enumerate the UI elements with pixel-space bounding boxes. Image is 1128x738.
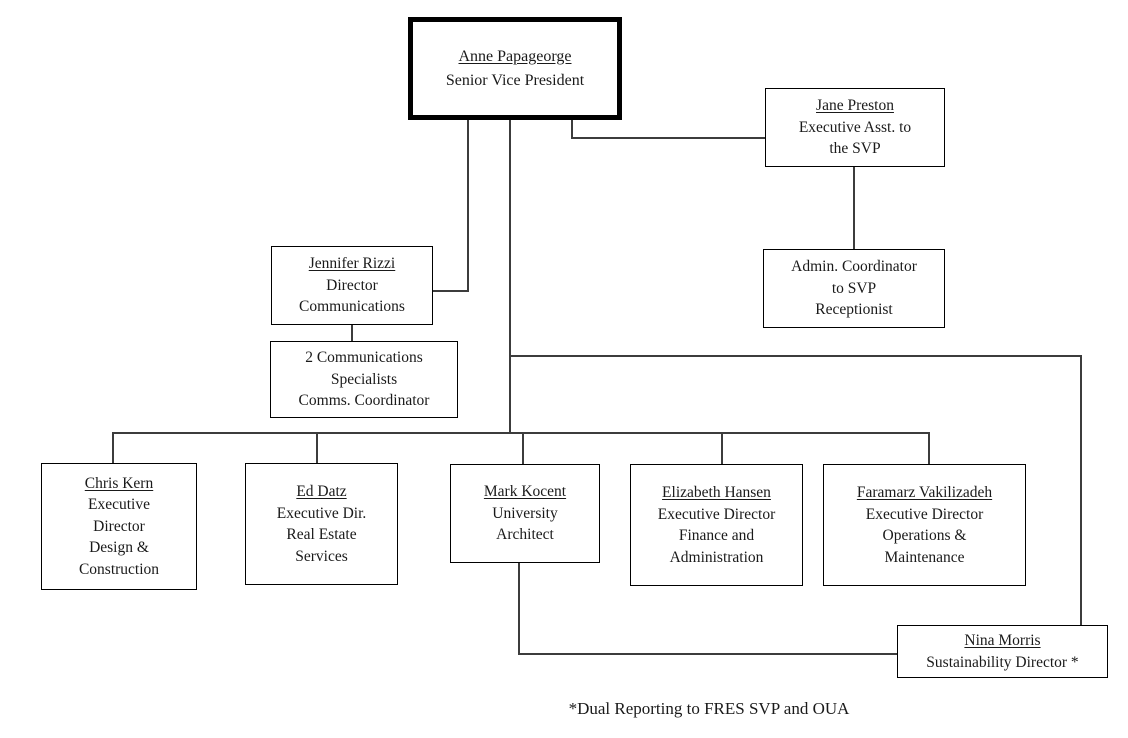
connector-to-exec-assistant — [571, 137, 766, 139]
org-node-communications-staff: 2 Communications Specialists Comms. Coor… — [270, 341, 458, 418]
connector-direct-reports-bus — [112, 432, 930, 434]
title-line: Senior Vice President — [445, 71, 585, 89]
connector-drop-finance-admin — [721, 432, 723, 464]
person-name: Jennifer Rizzi — [308, 255, 396, 273]
connector-svp-stub-to-exec-assistant — [571, 118, 573, 139]
person-name: Faramarz Vakilizadeh — [856, 484, 993, 501]
org-node-svp: Anne Papageorge Senior Vice President — [408, 17, 622, 120]
connector-elbow-to-communications-director — [432, 290, 469, 292]
org-node-design-construction: Chris Kern Executive Director Design & C… — [41, 463, 197, 590]
org-node-operations-maintenance: Faramarz Vakilizadeh Executive Director … — [823, 464, 1026, 586]
title-line: Design & — [89, 539, 149, 557]
connector-exec-assistant-to-admin-coordinator — [853, 167, 855, 249]
title-line: Receptionist — [815, 301, 893, 319]
title-line: Executive Dir. — [276, 504, 367, 522]
title-line: 2 Communications — [305, 349, 423, 367]
person-name: Nina Morris — [964, 632, 1041, 649]
org-node-communications-director: Jennifer Rizzi Director Communications — [271, 246, 433, 325]
title-line: the SVP — [829, 140, 881, 158]
person-name: Elizabeth Hansen — [662, 484, 771, 501]
connector-drop-operations-maintenance — [928, 432, 930, 464]
connector-elbow-to-sustainability-left — [518, 653, 897, 655]
org-node-admin-coordinator: Admin. Coordinator to SVP Receptionist — [763, 249, 945, 328]
title-line: Communications — [299, 298, 405, 316]
person-name: Anne Papageorge — [458, 47, 572, 65]
connector-communications-director-to-staff — [351, 325, 353, 341]
org-node-finance-admin: Elizabeth Hansen Executive Director Fina… — [630, 464, 803, 586]
title-line: Maintenance — [884, 548, 965, 566]
connector-svp-main-drop — [509, 118, 511, 434]
title-line: Executive Director — [657, 505, 776, 523]
connector-drop-design-construction — [112, 432, 114, 463]
org-node-university-architect: Mark Kocent University Architect — [450, 464, 600, 563]
title-line: Director — [93, 517, 145, 535]
connector-architect-drop-to-sustainability — [518, 563, 520, 655]
title-line: Real Estate — [286, 526, 357, 543]
title-line: Administration — [669, 548, 764, 566]
org-node-exec-assistant: Jane Preston Executive Asst. to the SVP — [765, 88, 945, 167]
title-line: Admin. Coordinator — [791, 258, 917, 276]
title-line: Construction — [78, 560, 160, 578]
connector-drop-real-estate — [316, 432, 318, 463]
title-line: Operations & — [882, 527, 967, 544]
title-line: University — [492, 504, 558, 522]
connector-svp-drop-to-communications — [467, 118, 469, 292]
title-line: Services — [295, 547, 348, 565]
title-line: Sustainability Director * — [926, 653, 1079, 671]
title-line: Executive Director — [865, 505, 984, 523]
connector-branch-to-sustainability — [509, 355, 1082, 357]
title-line: to SVP — [831, 279, 877, 297]
connector-drop-to-sustainability-top — [1080, 355, 1082, 625]
connector-drop-university-architect — [522, 432, 524, 464]
org-node-real-estate: Ed Datz Executive Dir. Real Estate Servi… — [245, 463, 398, 585]
title-line: Architect — [496, 526, 554, 544]
title-line: Specialists — [330, 370, 398, 388]
title-line: Director — [326, 276, 378, 294]
title-line: Executive Asst. to — [798, 118, 912, 136]
org-node-sustainability: Nina Morris Sustainability Director * — [897, 625, 1108, 678]
title-line: Finance and — [678, 527, 755, 544]
person-name: Chris Kern — [84, 474, 154, 492]
title-line: Executive — [88, 496, 150, 514]
person-name: Jane Preston — [816, 97, 894, 115]
dual-reporting-footnote: *Dual Reporting to FRES SVP and OUA — [568, 699, 850, 718]
person-name: Mark Kocent — [483, 483, 567, 501]
person-name: Ed Datz — [296, 483, 347, 500]
title-line: Comms. Coordinator — [298, 392, 430, 410]
